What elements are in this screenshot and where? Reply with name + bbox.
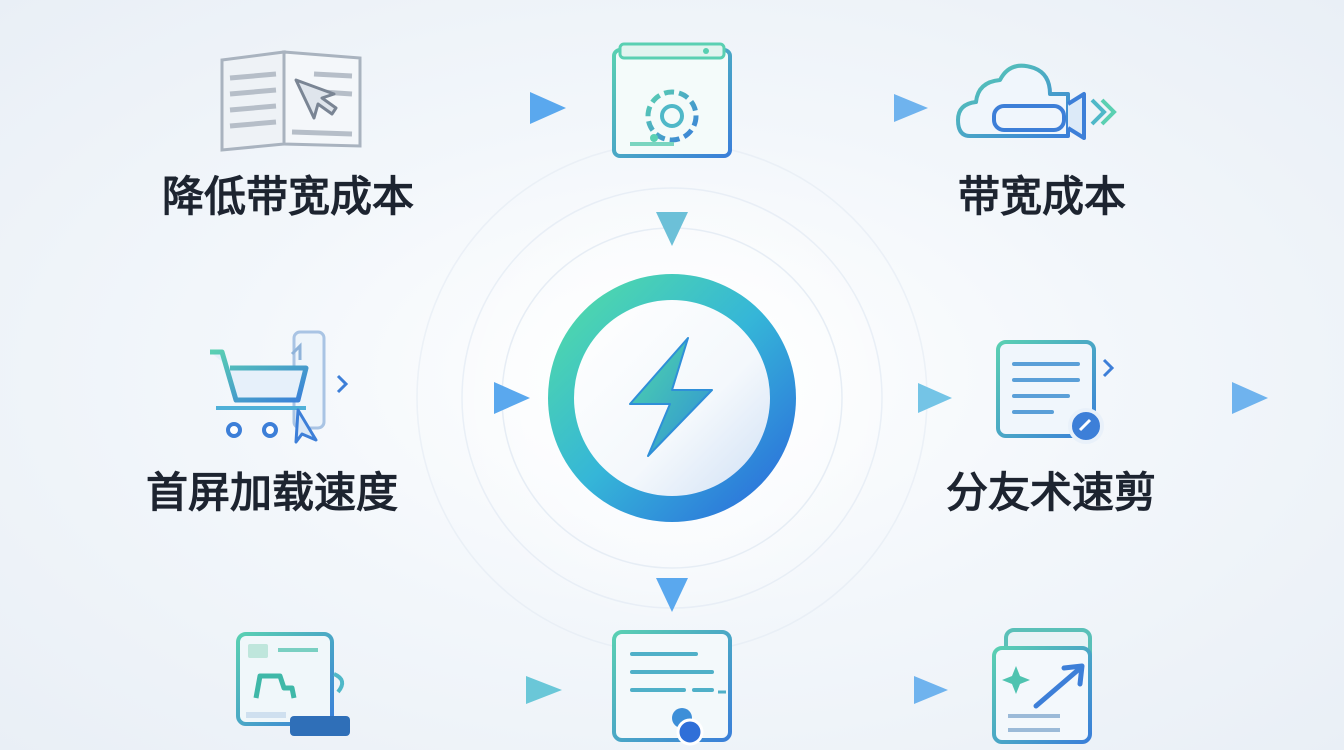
- shopping-cart-icon: [210, 330, 349, 444]
- browser-gear-icon: [612, 42, 732, 158]
- arrow-top-left: [400, 92, 566, 124]
- document-arrow-icon: [992, 628, 1092, 744]
- lightning-hub-icon: [548, 274, 796, 522]
- arrow-mid-left: [370, 382, 530, 414]
- document-badge-icon: [996, 340, 1115, 444]
- document-user-icon: [612, 630, 732, 746]
- label-split-speed-cut: 分友术速剪: [946, 468, 1157, 517]
- arrow-far-right: [1130, 382, 1268, 414]
- arrow-mid-right: [808, 383, 952, 413]
- arrow-bottom-left: [386, 676, 562, 704]
- label-bandwidth-cost: 带宽成本: [958, 172, 1127, 221]
- monitor-chart-icon: [236, 632, 350, 736]
- label-reduce-bandwidth-cost: 降低带宽成本: [162, 172, 415, 221]
- arrow-top-right: [766, 94, 928, 122]
- cloud-camera-icon: [956, 63, 1117, 140]
- document-cursor-icon: [220, 50, 362, 152]
- label-first-screen-load-speed: 首屏加载速度: [146, 468, 399, 517]
- arrow-down-top: [656, 168, 688, 246]
- arrow-down-bottom: [656, 538, 688, 612]
- arrow-bottom-right: [766, 676, 948, 704]
